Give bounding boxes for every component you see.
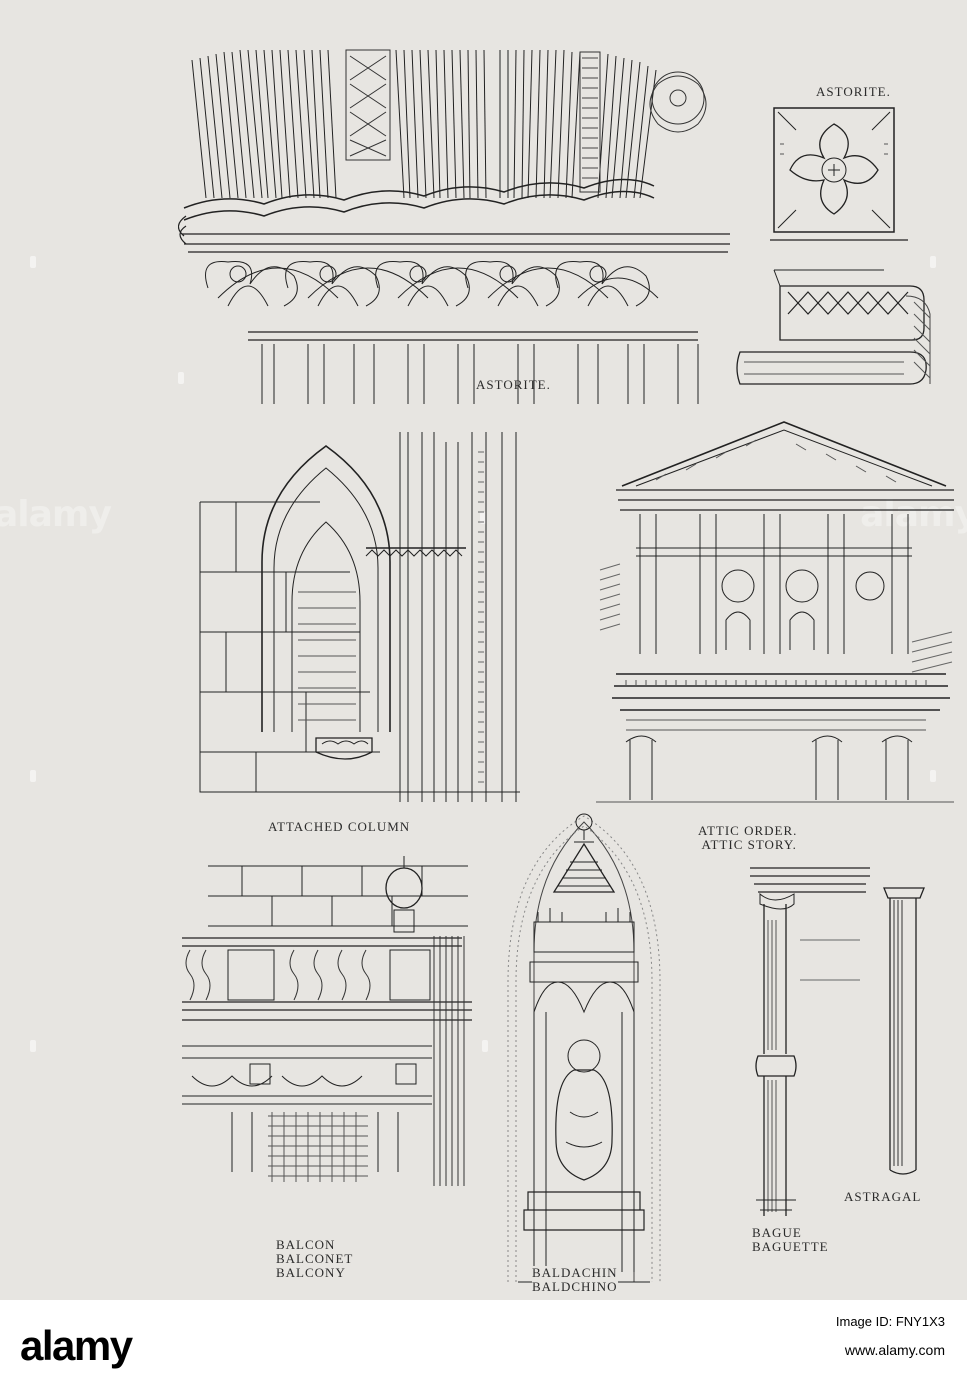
watermark-tick bbox=[30, 1040, 36, 1052]
attached-column-illustration bbox=[196, 432, 536, 812]
image-id: Image ID: FNY1X3 bbox=[835, 1314, 945, 1329]
watermark-tick bbox=[30, 256, 36, 268]
book-plate: alamy alamy bbox=[0, 0, 967, 1329]
balcony-illustration bbox=[172, 846, 472, 1194]
attic-order-illustration bbox=[596, 410, 954, 810]
astorite-tile-illustration bbox=[770, 104, 910, 244]
astorite-capital-illustration bbox=[178, 48, 730, 408]
alamy-logo: alamy bbox=[20, 1322, 133, 1369]
caption-bague: BAGUE BAGUETTE bbox=[752, 1225, 829, 1254]
caption-balcony: BALCON BALCONET BALCONY bbox=[276, 1237, 354, 1280]
astorite-moulding-illustration bbox=[734, 262, 934, 394]
watermark-tick bbox=[930, 256, 936, 268]
caption-astorite-top: ASTORITE. bbox=[816, 84, 891, 99]
stock-footer: alamy Image ID: FNY1X3 www.alamy.com bbox=[0, 1300, 967, 1390]
bague-column-illustration bbox=[740, 860, 940, 1220]
watermark-tick bbox=[178, 372, 184, 384]
caption-astorite-main: ASTORITE. bbox=[476, 377, 551, 392]
caption-attic: ATTIC ORDER. ATTIC STORY. bbox=[698, 823, 798, 852]
caption-baldachin: BALDACHIN BALDCHINO bbox=[532, 1265, 618, 1294]
caption-attached-column: ATTACHED COLUMN bbox=[268, 819, 411, 834]
site-url[interactable]: www.alamy.com bbox=[844, 1342, 945, 1358]
watermark-tick bbox=[482, 1040, 488, 1052]
watermark-tick bbox=[480, 512, 486, 524]
watermark-right: alamy bbox=[860, 494, 967, 535]
baldachin-illustration bbox=[494, 812, 674, 1300]
watermark-tick bbox=[930, 770, 936, 782]
watermark-left: alamy bbox=[0, 494, 112, 535]
watermark-tick bbox=[30, 770, 36, 782]
caption-astragal: ASTRAGAL bbox=[844, 1189, 922, 1204]
